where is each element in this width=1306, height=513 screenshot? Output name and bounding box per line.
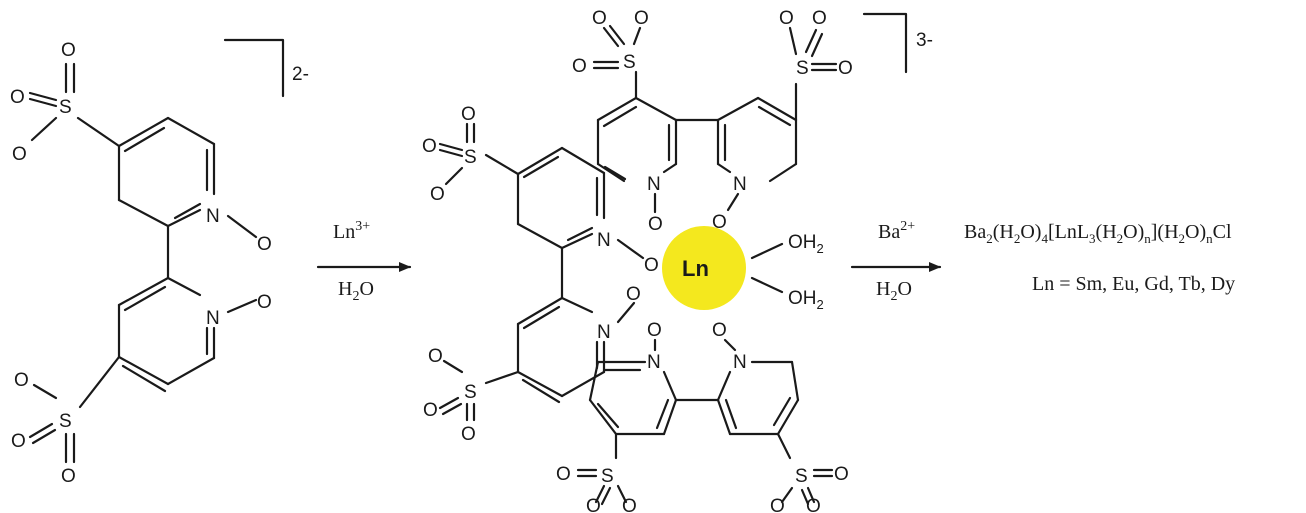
complex-o-ll-3: O xyxy=(461,424,476,445)
complex-s-upper-left: S xyxy=(464,147,477,168)
ligand-o-lower-3: O xyxy=(61,466,76,487)
product-ln-list: Ln = Sm, Eu, Gd, Tb, Dy xyxy=(1032,273,1235,295)
complex-o-br-2: O xyxy=(770,496,785,513)
complex-s-top-left: S xyxy=(623,52,636,73)
ligand-s-lower: S xyxy=(59,411,72,432)
ln-center-label: Ln xyxy=(682,256,709,281)
ligand-o-lower-noxide: O xyxy=(257,292,272,313)
complex-o-tl-3: O xyxy=(572,56,587,77)
product-formula: Ba2(H2O)4[LnL3(H2O)n](H2O)nCl xyxy=(964,221,1232,246)
complex-s-lower-left: S xyxy=(464,382,477,403)
complex-o-ul-1: O xyxy=(461,104,476,125)
ligand-o-upper-1: O xyxy=(61,40,76,61)
complex-top-o-right: O xyxy=(712,212,727,233)
ligand-o-lower-2: O xyxy=(11,431,26,452)
complex-o-ll-1: O xyxy=(428,346,443,367)
ligand-upper-sulfonate: S O O O xyxy=(10,40,121,165)
complex-o-tl-2: O xyxy=(634,8,649,29)
complex-o-tr-2: O xyxy=(812,8,827,29)
complex-o-tr-1: O xyxy=(779,8,794,29)
complex-o-br-1: O xyxy=(834,464,849,485)
ligand-upper-ring: N O xyxy=(117,116,272,255)
complex-o-ul-2: O xyxy=(422,136,437,157)
ligand-lower-sulfonate: S O O O xyxy=(11,355,121,487)
complex-left-o-lower: O xyxy=(626,284,641,305)
complex-o-ul-3: O xyxy=(430,184,445,205)
complex-bottom-o-left: O xyxy=(647,320,662,341)
complex-top-n-right: N xyxy=(733,174,747,195)
complex-o-br-3: O xyxy=(806,496,821,513)
complex-o-tr-3: O xyxy=(838,58,853,79)
arrow2-reagent: Ba2+ xyxy=(878,219,915,243)
complex-o-tl-1: O xyxy=(592,8,607,29)
complex-s-bottom-left: S xyxy=(601,466,614,487)
complex-left-bipyridine: N O N O S O O O xyxy=(422,104,659,445)
complex-structure: Ln OH2 OH2 N O xyxy=(422,8,933,513)
complex-o-bl-2: O xyxy=(586,496,601,513)
complex-left-n-lower: N xyxy=(597,322,611,343)
water-ligand-1: OH2 xyxy=(788,232,824,256)
product-formula-group: Ba2(H2O)4[LnL3(H2O)n](H2O)nCl Ln = Sm, E… xyxy=(964,221,1235,295)
reaction-arrow-1: Ln3+ H2O xyxy=(316,219,412,304)
ligand-lower-ring: N O xyxy=(117,276,272,393)
complex-o-bl-1: O xyxy=(556,464,571,485)
arrow1-solvent: H2O xyxy=(338,278,374,304)
ligand-structure: N O N O S O xyxy=(10,38,309,487)
complex-o-bl-3: O xyxy=(622,496,637,513)
ligand-o-upper-noxide: O xyxy=(257,234,272,255)
ligand-charge: 2- xyxy=(292,64,309,85)
ligand-o-upper-3: O xyxy=(12,144,27,165)
complex-charge: 3- xyxy=(916,30,933,51)
complex-top-n-left: N xyxy=(647,174,661,195)
reaction-arrow-2: Ba2+ H2O xyxy=(850,219,942,304)
arrow1-reagent: Ln3+ xyxy=(333,219,370,243)
complex-bottom-n-left: N xyxy=(647,352,661,373)
ln-center-circle xyxy=(662,226,746,310)
ligand-charge-bracket xyxy=(223,38,285,98)
ligand-o-upper-2: O xyxy=(10,87,25,108)
complex-top-o-left: O xyxy=(648,214,663,235)
complex-left-o-upper: O xyxy=(644,255,659,276)
water-ligand-2: OH2 xyxy=(788,288,824,312)
complex-top-bipyridine: N O N O S O O O xyxy=(572,8,853,235)
ligand-s-upper: S xyxy=(59,97,72,118)
complex-charge-bracket xyxy=(862,12,908,74)
complex-bottom-bipyridine: O N O N xyxy=(556,320,849,513)
complex-s-bottom-right: S xyxy=(795,466,808,487)
complex-bottom-n-right: N xyxy=(733,352,747,373)
ligand-n-upper: N xyxy=(206,206,220,227)
ligand-o-lower-1: O xyxy=(14,370,29,391)
complex-s-top-right: S xyxy=(796,58,809,79)
ligand-n-lower: N xyxy=(206,308,220,329)
complex-bottom-o-right: O xyxy=(712,320,727,341)
complex-left-n-upper: N xyxy=(597,230,611,251)
arrow2-solvent: H2O xyxy=(876,278,912,304)
complex-o-ll-2: O xyxy=(423,400,438,421)
